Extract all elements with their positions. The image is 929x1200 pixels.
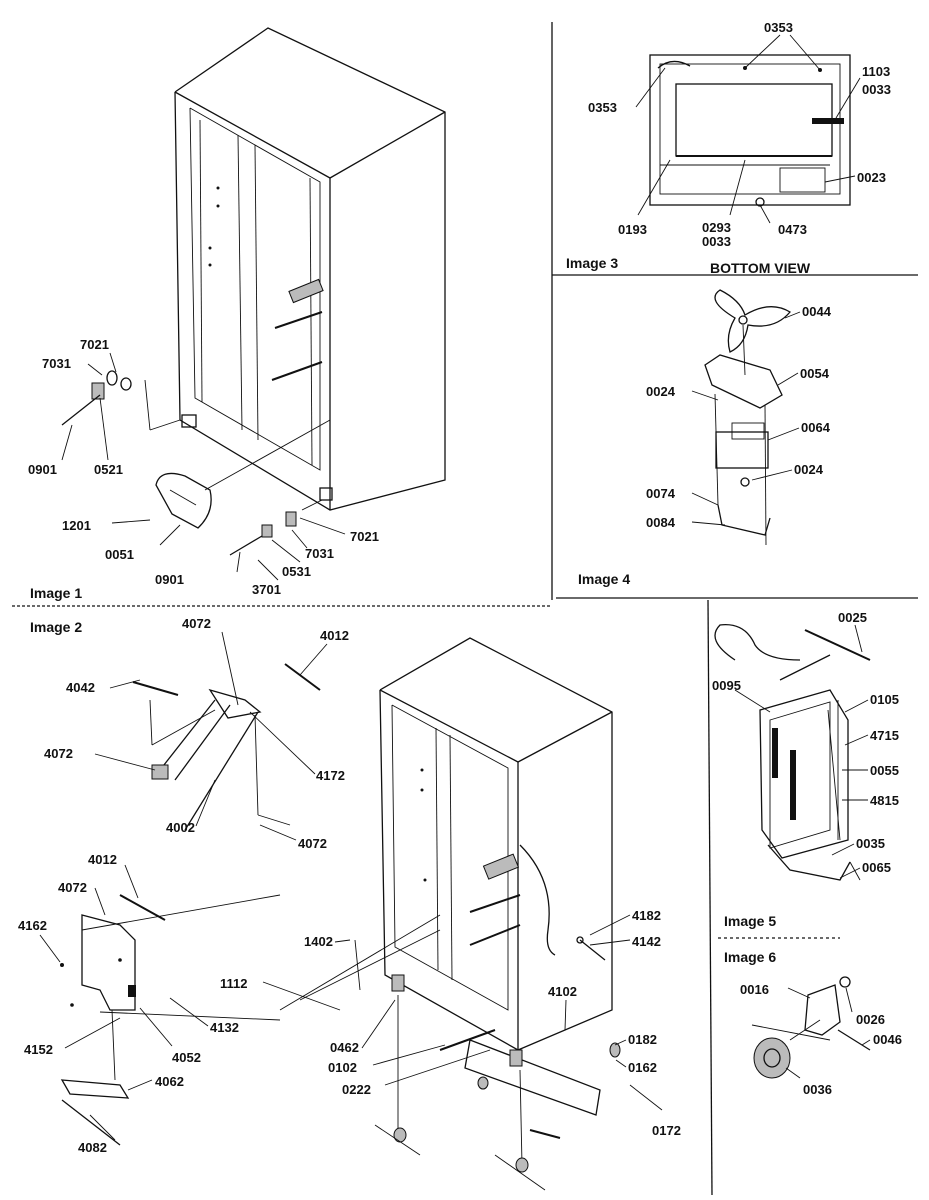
part-label: 4052 xyxy=(172,1050,201,1065)
image6-motor xyxy=(751,976,871,1079)
part-label: 7031 xyxy=(305,546,334,561)
part-label: 4012 xyxy=(88,852,117,867)
part-label: 0095 xyxy=(712,678,741,693)
part-label: 0046 xyxy=(873,1032,902,1047)
part-label: 0193 xyxy=(618,222,647,237)
part-label: 4072 xyxy=(58,880,87,895)
panel-caption: Image 4 xyxy=(578,571,630,587)
part-label: 0074 xyxy=(646,486,676,501)
part-label: 0024 xyxy=(646,384,676,399)
part-label: 0105 xyxy=(870,692,899,707)
part-label: 0023 xyxy=(857,170,886,185)
part-label: 4142 xyxy=(632,934,661,949)
part-label: 0064 xyxy=(801,420,831,435)
part-label: 0026 xyxy=(856,1012,885,1027)
part-label: 4162 xyxy=(18,918,47,933)
part-label: 4042 xyxy=(66,680,95,695)
part-label: 4172 xyxy=(316,768,345,783)
part-label: 0182 xyxy=(628,1032,657,1047)
part-label: 4082 xyxy=(78,1140,107,1155)
part-label: 4132 xyxy=(210,1020,239,1035)
part-label: 0044 xyxy=(802,304,832,319)
part-label: 4182 xyxy=(632,908,661,923)
part-label: 0222 xyxy=(342,1082,371,1097)
part-label: 0035 xyxy=(856,836,885,851)
part-label: 0055 xyxy=(870,763,899,778)
part-label: 4072 xyxy=(182,616,211,631)
part-label: 0051 xyxy=(105,547,134,562)
image5-condenser xyxy=(714,624,871,881)
part-label: 0065 xyxy=(862,860,891,875)
part-label: 0353 xyxy=(764,20,793,35)
panel-dividers xyxy=(12,22,918,1196)
part-label: 0054 xyxy=(800,366,830,381)
panel-caption: Image 1 xyxy=(30,585,82,601)
panel-caption: Image 6 xyxy=(724,949,776,965)
image4-labels: 0044 0054 0024 0064 0024 0074 0084 Image… xyxy=(578,304,832,587)
part-label: 0024 xyxy=(794,462,824,477)
part-label: 0162 xyxy=(628,1060,657,1075)
part-label: 1201 xyxy=(62,518,91,533)
part-label: 4062 xyxy=(155,1074,184,1089)
part-label: 0462 xyxy=(330,1040,359,1055)
part-label: 7031 xyxy=(42,356,71,371)
part-label: 4002 xyxy=(166,820,195,835)
part-label: 1112 xyxy=(220,976,248,991)
part-label: 3701 xyxy=(252,582,281,597)
part-label: 1402 xyxy=(304,934,333,949)
image6-labels: Image 6 0016 0026 0046 0036 xyxy=(724,949,902,1097)
image4-fan-assembly xyxy=(704,289,791,546)
part-label: 0521 xyxy=(94,462,123,477)
panel-caption: Image 5 xyxy=(724,913,776,929)
part-label: 0293 xyxy=(702,220,731,235)
image5-labels: 0025 0095 0105 4715 0055 4815 0035 0065 … xyxy=(712,610,899,929)
part-label: 0172 xyxy=(652,1123,681,1138)
part-label: 4815 xyxy=(870,793,899,808)
part-label: 0901 xyxy=(155,572,184,587)
image2-assembly xyxy=(60,637,621,1191)
part-label: 4715 xyxy=(870,728,899,743)
panel-caption: Image 2 xyxy=(30,619,82,635)
part-label: 0033 xyxy=(862,82,891,97)
part-label: 7021 xyxy=(80,337,109,352)
part-label: 0102 xyxy=(328,1060,357,1075)
part-label: 4072 xyxy=(298,836,327,851)
part-label: 4102 xyxy=(548,984,577,999)
part-label: 0036 xyxy=(803,1082,832,1097)
image3-bottom-view xyxy=(649,54,851,207)
part-label: 0901 xyxy=(28,462,57,477)
part-label: 7021 xyxy=(350,529,379,544)
part-label: 4072 xyxy=(44,746,73,761)
image3-labels: 0353 0353 1103 0033 0023 0193 0293 0033 … xyxy=(566,20,891,276)
part-label: 4012 xyxy=(320,628,349,643)
part-label: 0473 xyxy=(778,222,807,237)
part-label: 0353 xyxy=(588,100,617,115)
image1-cabinet xyxy=(61,27,446,556)
image2-labels: Image 2 4072 4012 4042 4172 4072 4002 40… xyxy=(18,616,681,1155)
leader-lines xyxy=(39,34,871,1141)
image1-labels: 7021 7031 0901 0521 1201 0051 0901 3701 … xyxy=(28,337,379,601)
part-label: 0033 xyxy=(702,234,731,249)
part-label: 0084 xyxy=(646,515,676,530)
part-label: 0531 xyxy=(282,564,311,579)
part-label: 4152 xyxy=(24,1042,53,1057)
panel-caption: Image 3 xyxy=(566,255,618,271)
part-label: 1103 xyxy=(862,64,890,79)
part-label: 0025 xyxy=(838,610,867,625)
panel-subtitle: BOTTOM VIEW xyxy=(710,260,811,276)
part-label: 0016 xyxy=(740,982,769,997)
